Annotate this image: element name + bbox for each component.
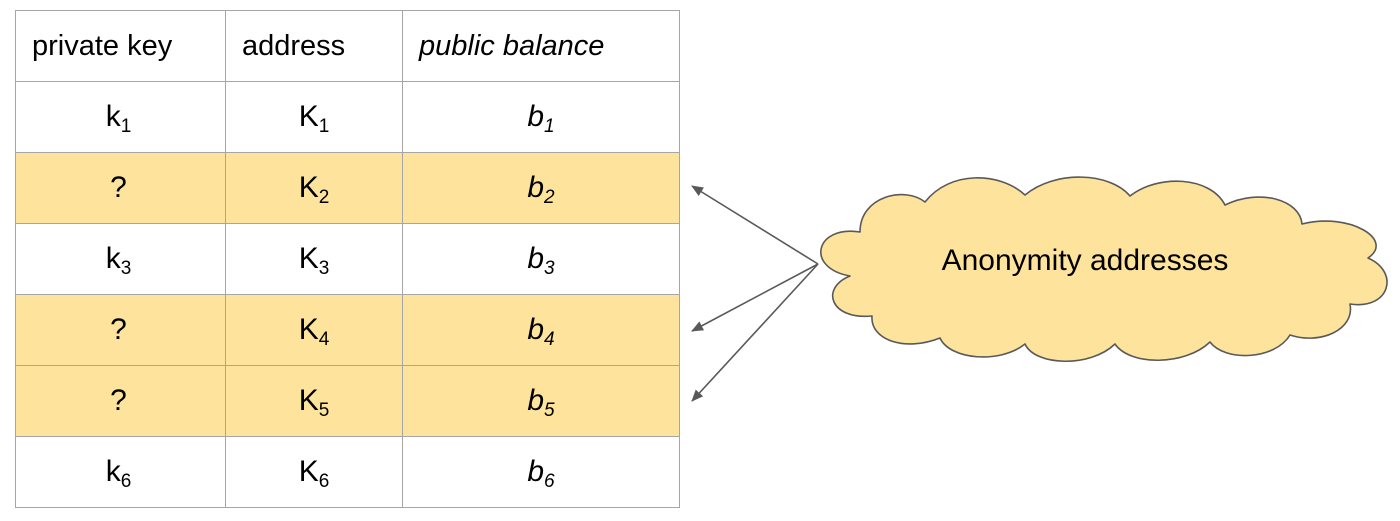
header-public-balance: public balance — [402, 10, 680, 82]
private-key-cell: k3 — [15, 223, 226, 295]
address-cell: K5 — [225, 365, 403, 437]
table-row: ? K4 b4 — [15, 294, 680, 366]
balance-cell: b2 — [402, 152, 680, 224]
table-header-row: private key address public balance — [15, 10, 680, 82]
balance-cell: b1 — [402, 81, 680, 153]
address-cell: K6 — [225, 436, 403, 508]
arrow-to-row-5 — [691, 263, 819, 402]
cloud-label: Anonymity addresses — [942, 244, 1229, 277]
balance-cell: b5 — [402, 365, 680, 437]
table-row: k3 K3 b3 — [15, 223, 680, 295]
address-table: private key address public balance k1 K1… — [15, 10, 680, 508]
arrow-to-row-4 — [691, 263, 819, 332]
address-cell: K3 — [225, 223, 403, 295]
arrow-to-row-2 — [691, 185, 819, 265]
table-row: ? K2 b2 — [15, 152, 680, 224]
table-row: k6 K6 b6 — [15, 436, 680, 508]
header-address: address — [225, 10, 403, 82]
address-cell: K4 — [225, 294, 403, 366]
private-key-cell: ? — [15, 294, 226, 366]
balance-cell: b6 — [402, 436, 680, 508]
balance-cell: b3 — [402, 223, 680, 295]
cloud-shape — [820, 176, 1388, 362]
header-private-key: private key — [15, 10, 226, 82]
address-cell: K2 — [225, 152, 403, 224]
balance-cell: b4 — [402, 294, 680, 366]
pointer-arrows — [691, 185, 819, 402]
